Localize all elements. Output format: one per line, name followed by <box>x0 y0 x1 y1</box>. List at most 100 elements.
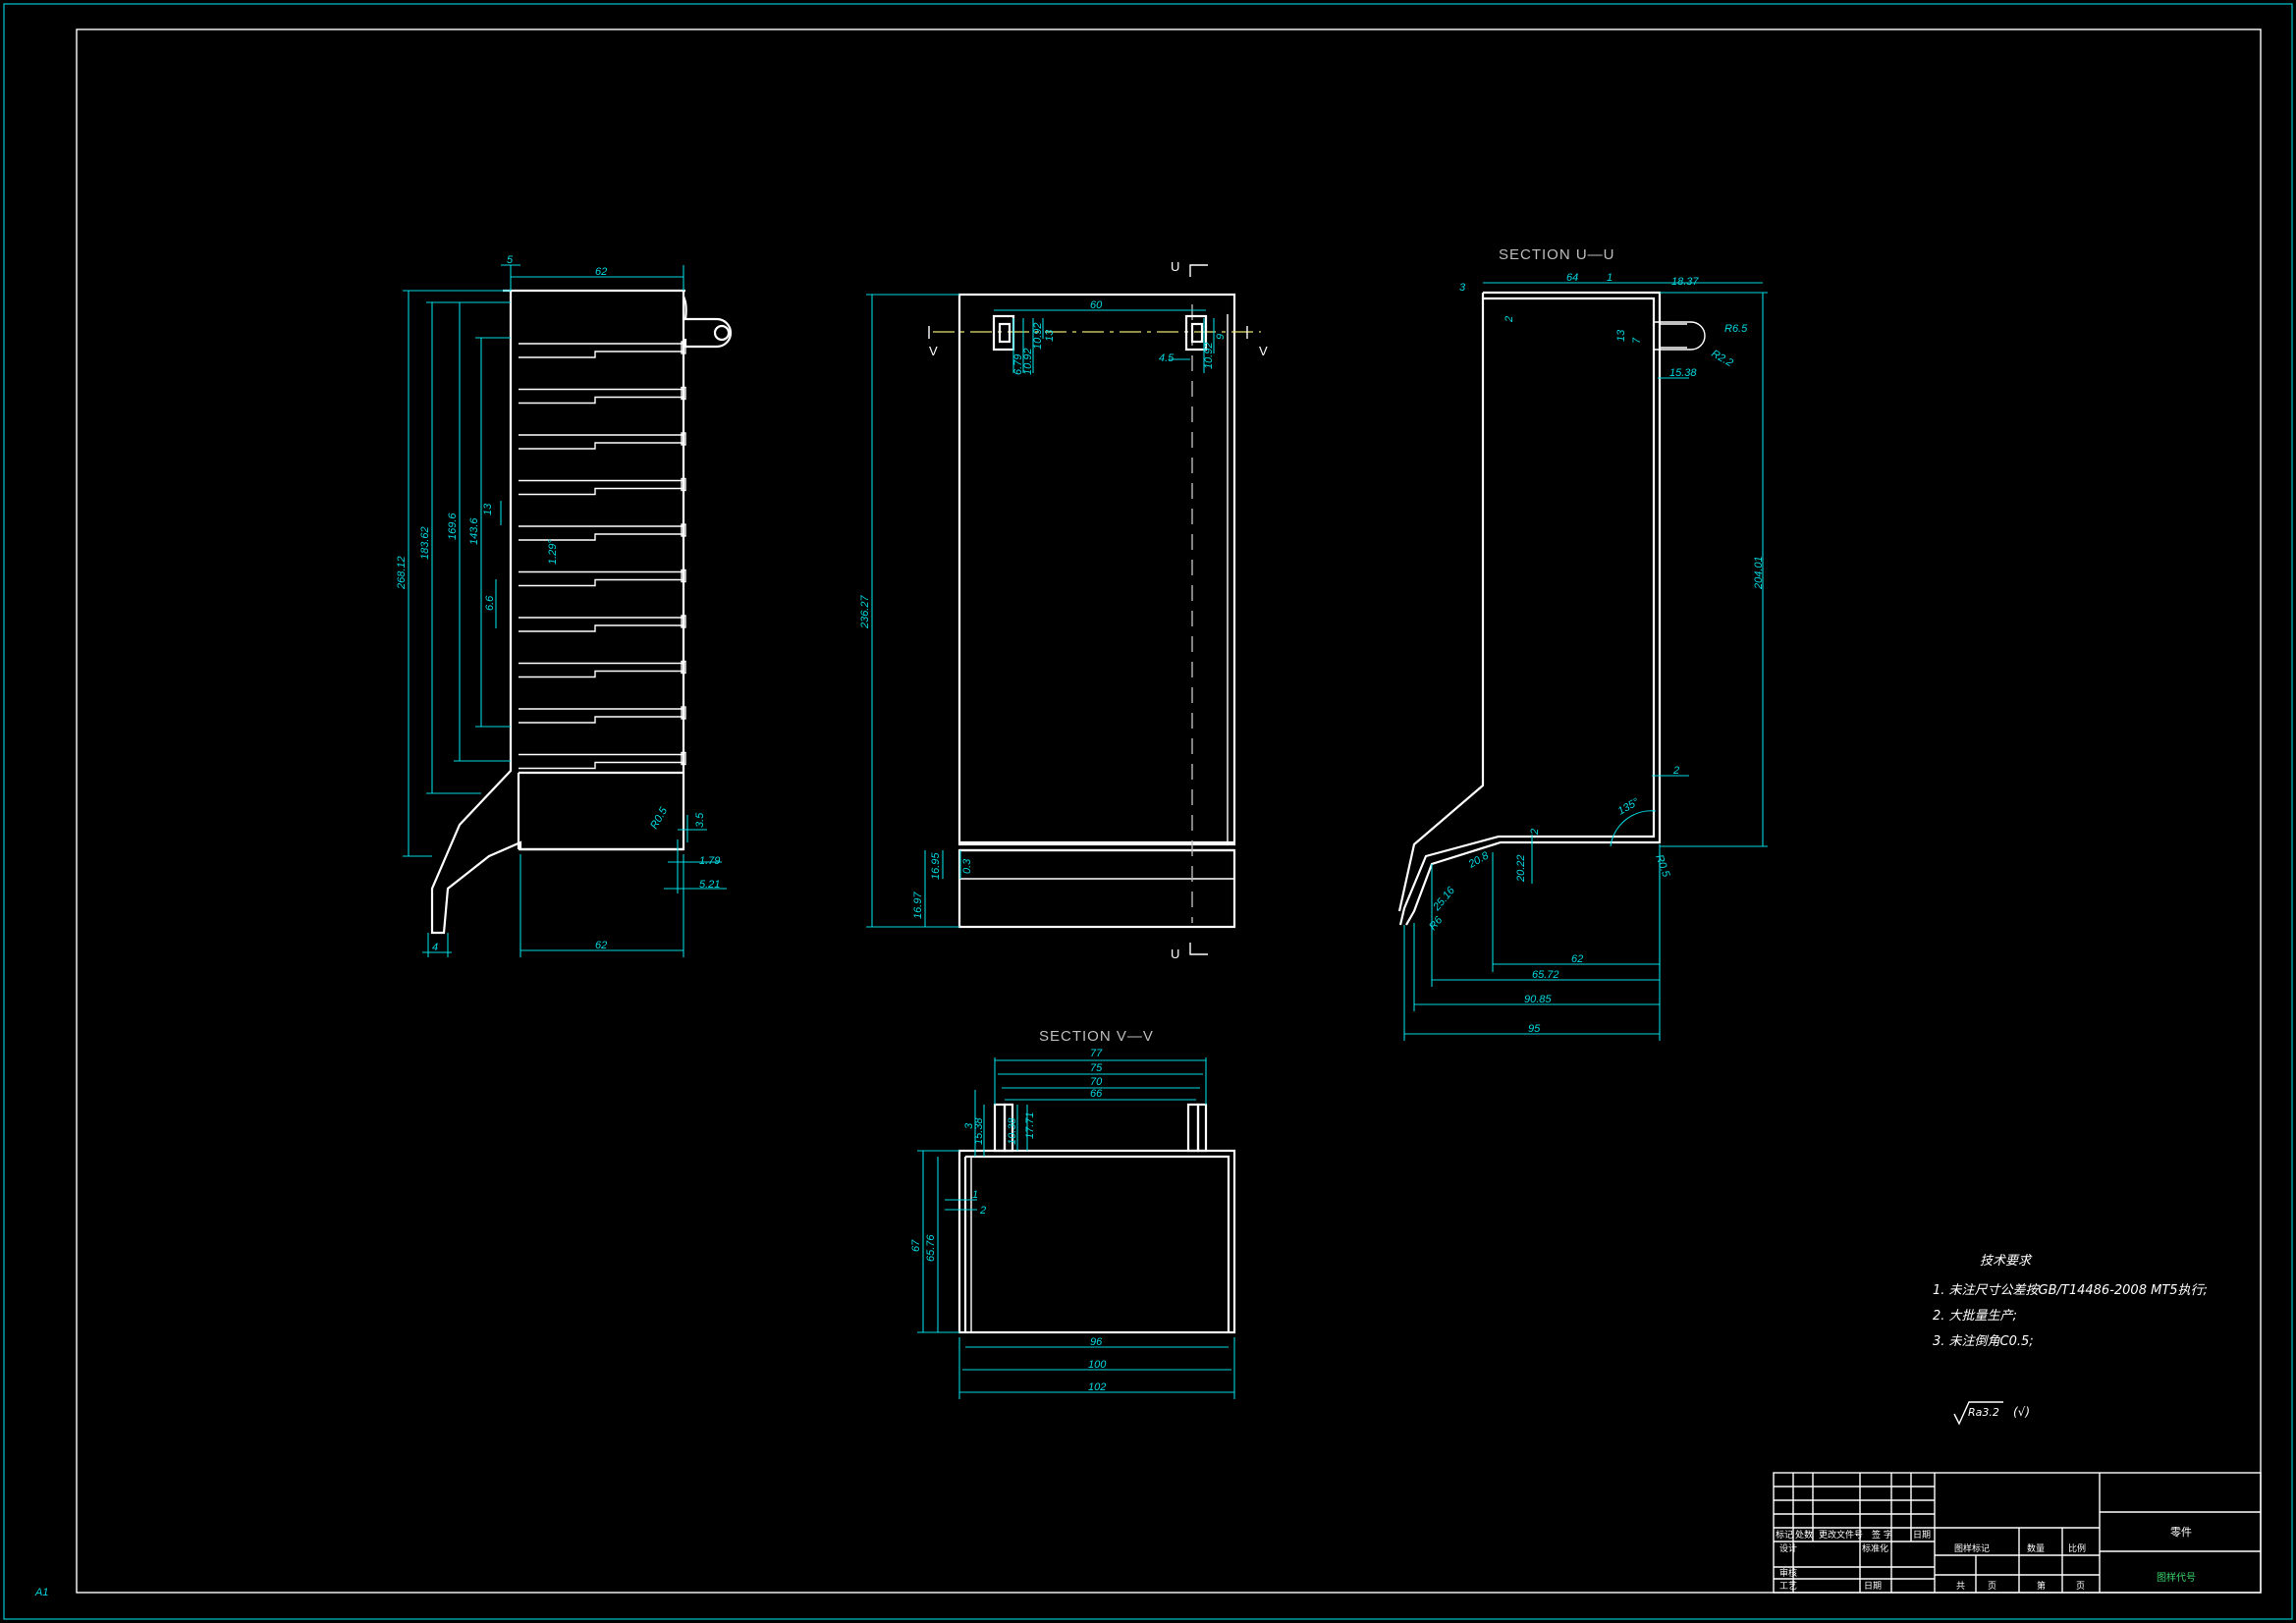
dim-vv-1538: 15.38 <box>973 1117 985 1145</box>
tb-date: 日期 <box>1913 1530 1931 1541</box>
dim-uu-2022: 20.22 <box>1515 854 1527 883</box>
tb-check: 审核 <box>1779 1567 1797 1579</box>
side-fin-tip <box>681 615 686 628</box>
tb-total: 共 <box>1956 1581 1965 1592</box>
dim-vv-75: 75 <box>1090 1062 1103 1074</box>
dim-front-width-top: 60 <box>1090 299 1103 311</box>
dim-side-total-height: 268.12 <box>396 556 408 590</box>
side-fin <box>519 479 684 496</box>
dim-side-fin-angle: 1.29° <box>547 539 559 565</box>
roughness-icon <box>1953 1401 2003 1426</box>
dim-side-h5: 6.6 <box>484 595 496 611</box>
side-fin <box>519 388 684 405</box>
side-fin <box>519 570 684 587</box>
tb-mark: 标记 <box>1776 1529 1793 1541</box>
dim-vv-3: 3 <box>963 1122 975 1129</box>
dim-front-1092b: 10.92 <box>1022 348 1034 375</box>
tech-req-heading: 技术要求 <box>1980 1254 2033 1269</box>
section-letter-u-bottom: U <box>1171 947 1179 961</box>
side-fin-tip <box>681 751 686 766</box>
dim-vv-100: 100 <box>1088 1359 1107 1371</box>
tb-part-name: 零件 <box>2170 1526 2192 1539</box>
dim-uu-2c: 2 <box>1529 829 1541 836</box>
tb-change-doc: 更改文件号 <box>1819 1529 1863 1541</box>
tech-req-item-3: 3. 未注倒角C0.5; <box>1933 1334 2034 1349</box>
side-fin <box>519 708 684 724</box>
tb-count: 处数 <box>1795 1529 1813 1541</box>
dim-uu-angle: 135° <box>1616 796 1642 818</box>
section-uu-title: SECTION U—U <box>1499 246 1615 263</box>
dim-vv-1771: 17.71 <box>1024 1111 1036 1139</box>
tb-scale: 比例 <box>2068 1542 2086 1554</box>
tech-requirements: 技术要求 1. 未注尺寸公差按GB/T14486-2008 MT5执行; 2. … <box>1933 1254 2208 1426</box>
section-vv: SECTION V—V 77 75 <box>910 1028 1236 1399</box>
dim-vv-1038: 10.38 <box>1007 1117 1018 1145</box>
side-fin-tip <box>681 432 686 446</box>
section-letter-v-right: V <box>1259 344 1268 358</box>
side-fin <box>519 343 684 358</box>
tb-date2: 日期 <box>1864 1581 1882 1592</box>
side-view: 268.12 183.62 169.6 143.6 6.6 13 1.29° 6… <box>396 254 733 957</box>
side-fin-tip <box>681 386 686 401</box>
tb-standardize: 标准化 <box>1862 1542 1888 1554</box>
dim-uu-2: 2 <box>1503 316 1515 323</box>
tb-drawing-number: 图样代号 <box>2157 1571 2196 1584</box>
tb-sheets: 页 <box>1988 1581 1996 1592</box>
side-fin-tip <box>681 523 686 537</box>
dim-front-1697: 16.97 <box>912 892 924 919</box>
dim-uu-2b: 2 <box>1672 765 1679 777</box>
dim-side-h6: 13 <box>482 503 494 515</box>
dim-side-top-width: 62 <box>595 266 607 278</box>
dim-uu-r2: R2.2 <box>1710 348 1735 369</box>
dim-uu-1: 1 <box>1607 272 1613 284</box>
dim-front-1695: 16.95 <box>930 852 942 880</box>
dim-vv-66: 66 <box>1090 1088 1103 1100</box>
dim-vv-70: 70 <box>1090 1076 1103 1088</box>
dim-uu-3: 3 <box>1459 282 1466 294</box>
dim-front-679: 6.79 <box>1012 354 1024 375</box>
dim-front-height: 236.27 <box>859 594 871 629</box>
dim-side-521: 5.21 <box>699 879 720 891</box>
roughness-value: Ra3.2 <box>1968 1406 1999 1419</box>
dim-uu-64: 64 <box>1566 272 1578 284</box>
sheet-size-label: A1 <box>34 1587 48 1598</box>
dim-front-1092: 10.92 <box>1032 322 1044 350</box>
dim-vv-2: 2 <box>979 1205 986 1217</box>
front-view: U U V V 236.27 60 13 10.92 6.79 10.92 9 … <box>859 259 1268 961</box>
dim-uu-7: 7 <box>1631 337 1643 344</box>
dim-side-foot: 4 <box>432 942 438 953</box>
tb-page: 页 <box>2076 1581 2085 1592</box>
tech-req-item-1: 1. 未注尺寸公差按GB/T14486-2008 MT5执行; <box>1933 1283 2208 1298</box>
dim-uu-b95: 95 <box>1528 1023 1541 1035</box>
dim-uu-b62: 62 <box>1571 953 1583 965</box>
dim-side-bottom-width: 62 <box>595 940 607 951</box>
tb-design: 设计 <box>1779 1542 1797 1554</box>
section-letter-v-left: V <box>929 344 938 358</box>
tb-weight: 数量 <box>2027 1542 2045 1554</box>
dim-side-h4: 143.6 <box>468 517 480 545</box>
side-fin <box>519 662 684 678</box>
dim-side-35: 3.5 <box>694 812 706 828</box>
side-fin <box>519 617 684 632</box>
tb-stage-mark: 图样标记 <box>1954 1542 1990 1554</box>
side-fin-tip <box>681 477 686 492</box>
dim-uu-13: 13 <box>1615 329 1627 342</box>
dim-uu-20401: 204.01 <box>1753 556 1765 590</box>
side-fin-tip <box>681 341 686 354</box>
dim-uu-1538: 15.38 <box>1669 367 1697 379</box>
tb-sheet-no: 第 <box>2037 1580 2046 1592</box>
dim-uu-1837: 18.37 <box>1671 276 1699 288</box>
dim-uu-b9085: 90.85 <box>1524 994 1552 1005</box>
side-fin-tip <box>681 568 686 583</box>
side-fin-tip <box>681 660 686 675</box>
dim-side-top-offset: 5 <box>507 254 514 266</box>
inner-border <box>76 28 2262 1594</box>
dim-uu-r05: R0.5 <box>1653 853 1672 880</box>
dim-front-9: 9 <box>1215 334 1227 340</box>
dim-side-h3: 169.6 <box>447 513 459 540</box>
dim-side-radius: R0.5 <box>648 805 670 832</box>
dim-vv-1: 1 <box>972 1189 978 1201</box>
side-fin <box>519 753 684 770</box>
outer-border <box>3 3 2293 1620</box>
side-fin <box>519 525 684 541</box>
